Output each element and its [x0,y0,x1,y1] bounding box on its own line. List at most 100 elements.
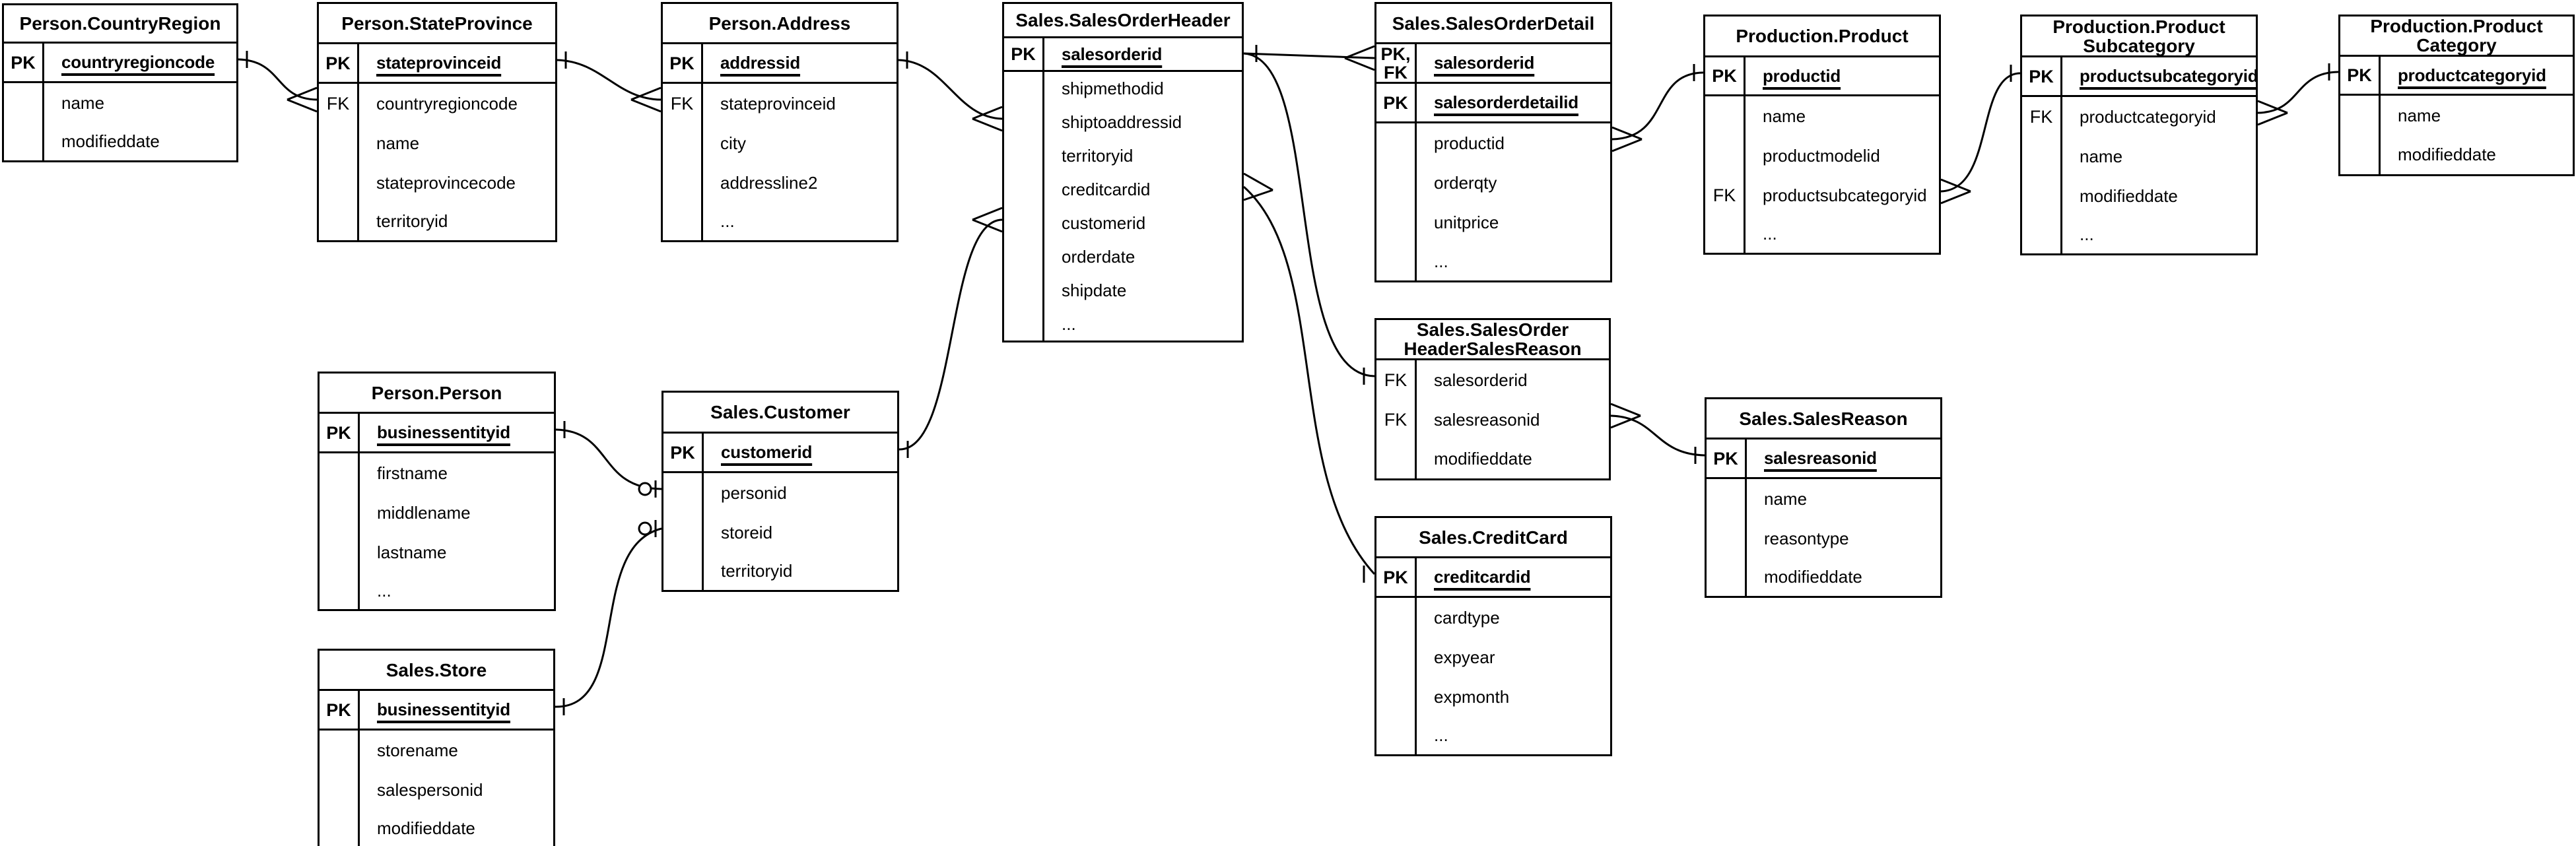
key-label [320,493,360,533]
key-label: PK [1004,38,1044,70]
table-production-productsubcategory[interactable]: Production.Product Subcategory PK produc… [2020,15,2258,255]
row-name: name [1705,96,1939,136]
table-title: Person.CountryRegion [4,5,236,44]
edge-product-productsubcategory[interactable] [1940,65,2021,205]
edge-customer-salesorderheader[interactable] [898,207,1003,458]
key-label [319,123,359,163]
row-productcategoryid: FK productcategoryid [2022,97,2256,137]
row-firstname: firstname [320,453,554,493]
table-sales-creditcard[interactable]: Sales.CreditCard PK creditcardid cardtyp… [1374,516,1612,756]
table-sales-salesorderdetail[interactable]: Sales.SalesOrderDetail PK, FK salesorder… [1374,2,1612,282]
crow-foot [1610,403,1641,429]
field-name: storeid [721,522,773,542]
edge-salesorderheader-headersalesreason[interactable] [1243,52,1375,385]
edge-headersalesreason-salesreason[interactable] [1610,403,1705,464]
key-label [1004,72,1044,106]
row-modifieddate: modifieddate [1707,558,1940,596]
key-label [1376,123,1417,163]
edge-salesorderdetail-product[interactable] [1611,64,1704,152]
field-name: territoryid [1062,146,1134,166]
field-name: salesorderid [1434,53,1535,73]
table-sales-store[interactable]: Sales.Store PK businessentityid storenam… [318,649,555,846]
field-name: name [2398,105,2441,125]
field-name: modifieddate [2080,185,2178,206]
table-sales-salesorderheader[interactable]: Sales.SalesOrderHeader PK salesorderid s… [1002,2,1244,342]
key-label [2022,137,2062,176]
table-person-stateprovince[interactable]: Person.StateProvince PK stateprovinceid … [317,2,557,242]
edge-countryregion-stateprovince[interactable] [238,51,318,113]
field-name: productsubcategoryid [2080,66,2256,86]
row-creditcardid: creditcardid [1004,173,1242,207]
table-production-product[interactable]: Production.Product PK productid name pro… [1703,15,1941,255]
edge-salesorderheader-creditcard[interactable] [1242,172,1376,583]
field-name: firstname [377,463,448,483]
field-name: ... [1763,224,1777,244]
table-person-address[interactable]: Person.Address PK addressid FK stateprov… [661,2,898,242]
key-label [1376,717,1417,754]
edge-store-customer[interactable] [555,520,662,715]
row-businessentityid: PK businessentityid [320,691,553,731]
key-label [1707,479,1747,519]
row-ellipsis: ... [2022,216,2256,253]
table-sales-salesorderheadersalesreason[interactable]: Sales.SalesOrder HeaderSalesReason FK sa… [1374,318,1611,480]
table-title: Person.StateProvince [319,4,555,44]
table-title-text: Person.Address [708,13,851,34]
table-sales-customer[interactable]: Sales.Customer PK customerid personid st… [661,391,899,592]
row-productid: PK productid [1705,57,1939,96]
row-territoryid: territoryid [319,203,555,240]
table-title: Sales.Store [320,651,553,691]
row-reasontype: reasontype [1707,519,1940,558]
table-production-productcategory[interactable]: Production.Product Category PK productca… [2338,15,2575,176]
field-name: salesorderdetailid [1434,92,1578,112]
key-label [1004,274,1044,308]
row-ellipsis: ... [1376,242,1610,280]
key-label [320,770,360,810]
crow-foot [1940,178,1971,205]
key-label [663,513,704,552]
key-label [1705,136,1746,176]
edge-stateprovince-address[interactable] [557,51,661,113]
edge-address-salesorderheader[interactable] [898,51,1003,132]
field-name: customerid [721,442,813,462]
field-name: orderqty [1434,172,1497,193]
table-person-countryregion[interactable]: Person.CountryRegion PK countryregioncod… [2,3,238,162]
key-label [320,572,360,609]
field-name: modifieddate [1434,449,1532,469]
key-label: FK [1376,360,1417,400]
field-name: city [720,133,746,153]
key-label: PK [1707,439,1747,477]
crow-foot [287,86,318,113]
row-storeid: storeid [663,513,897,552]
field-name: customerid [1062,213,1146,233]
key-label: PK [663,434,704,471]
key-label: PK [1376,558,1417,596]
key-label: PK, FK [1376,44,1417,82]
table-title: Sales.CreditCard [1376,518,1610,558]
row-storename: storename [320,731,553,770]
crow-foot [2257,100,2288,126]
row-territoryid: territoryid [1004,139,1242,173]
row-addressline2: addressline2 [663,163,897,203]
table-sales-salesreason[interactable]: Sales.SalesReason PK salesreasonid name … [1705,397,1942,598]
table-title-text: Sales.SalesOrderDetail [1392,13,1595,34]
table-title-text: HeaderSalesReason [1404,339,1582,359]
key-label: FK [1376,400,1417,439]
table-title-text: Production.Product [2370,16,2543,36]
row-cardtype: cardtype [1376,598,1610,637]
table-title: Sales.SalesOrderDetail [1376,4,1610,44]
field-name: shiptoaddressid [1062,112,1182,132]
edge-person-customer[interactable] [555,421,662,498]
edge-salesorderheader-salesorderdetail[interactable] [1243,45,1375,71]
key-label [2022,216,2062,253]
field-name: ... [720,211,735,231]
field-name: salesreasonid [1434,409,1540,430]
field-name: modifieddate [377,818,475,838]
key-label [1376,637,1417,677]
edge-productsubcategory-productcategory[interactable] [2257,63,2339,126]
field-name: salesorderid [1062,44,1163,64]
table-person-person[interactable]: Person.Person PK businessentityid firstn… [318,372,556,611]
row-businessentityid: PK businessentityid [320,414,554,453]
row-addressid: PK addressid [663,44,897,84]
table-title-text: Person.CountryRegion [19,13,221,34]
field-name: cardtype [1434,607,1500,628]
